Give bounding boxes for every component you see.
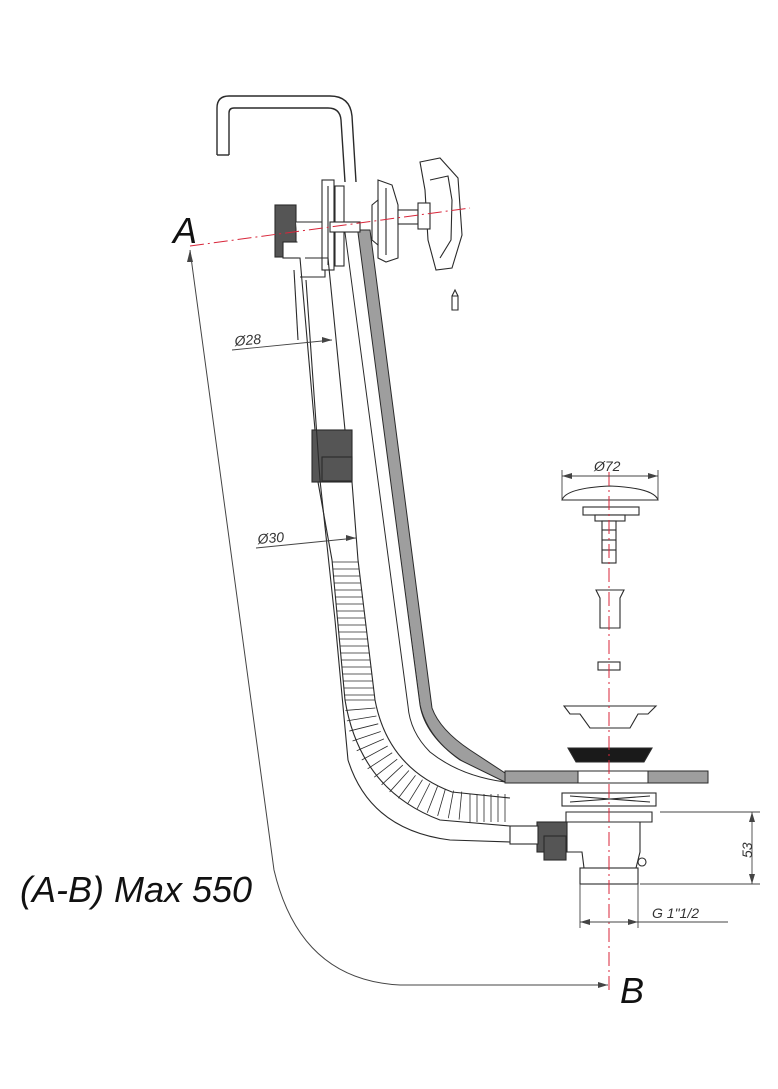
label-thread: G 1"1/2 [652,905,699,921]
hose-rib [345,707,376,711]
hose-rib [389,770,410,793]
hose-rib [458,791,463,820]
hose-rib [373,758,398,778]
diameter-leaders [231,337,760,928]
label-point-b: B [620,970,644,1011]
hose-rib [416,783,431,809]
overflow-pipe [343,224,506,783]
drain-body [509,792,657,885]
hose-rib [407,779,423,805]
tub-bottom-plate [504,770,709,784]
hose-rib [356,738,385,752]
hose-rib [447,790,454,819]
label-overflow-pipe-diameter: Ø28 [233,331,262,349]
label-height: 53 [739,842,755,858]
filler-spout [216,95,357,183]
label-max-length: (A-B) Max 550 [20,869,252,910]
hose-rib [346,715,377,722]
hose-rib [367,752,393,770]
ab-dimension-line [187,249,608,988]
plug-exploded-parts [561,485,659,763]
hose-rib [349,723,379,732]
hose-rib [437,788,446,817]
label-plug-diameter: Ø72 [593,458,621,474]
hose-rib [397,775,416,799]
hose-rib [361,745,388,761]
hose-rib [381,764,404,786]
hose-rib [352,731,381,742]
center-axes [189,207,610,990]
label-hose-diameter: Ø30 [256,529,285,547]
hose-corrugation [332,561,506,822]
hose-rib [426,786,438,813]
label-point-a: A [171,210,197,251]
